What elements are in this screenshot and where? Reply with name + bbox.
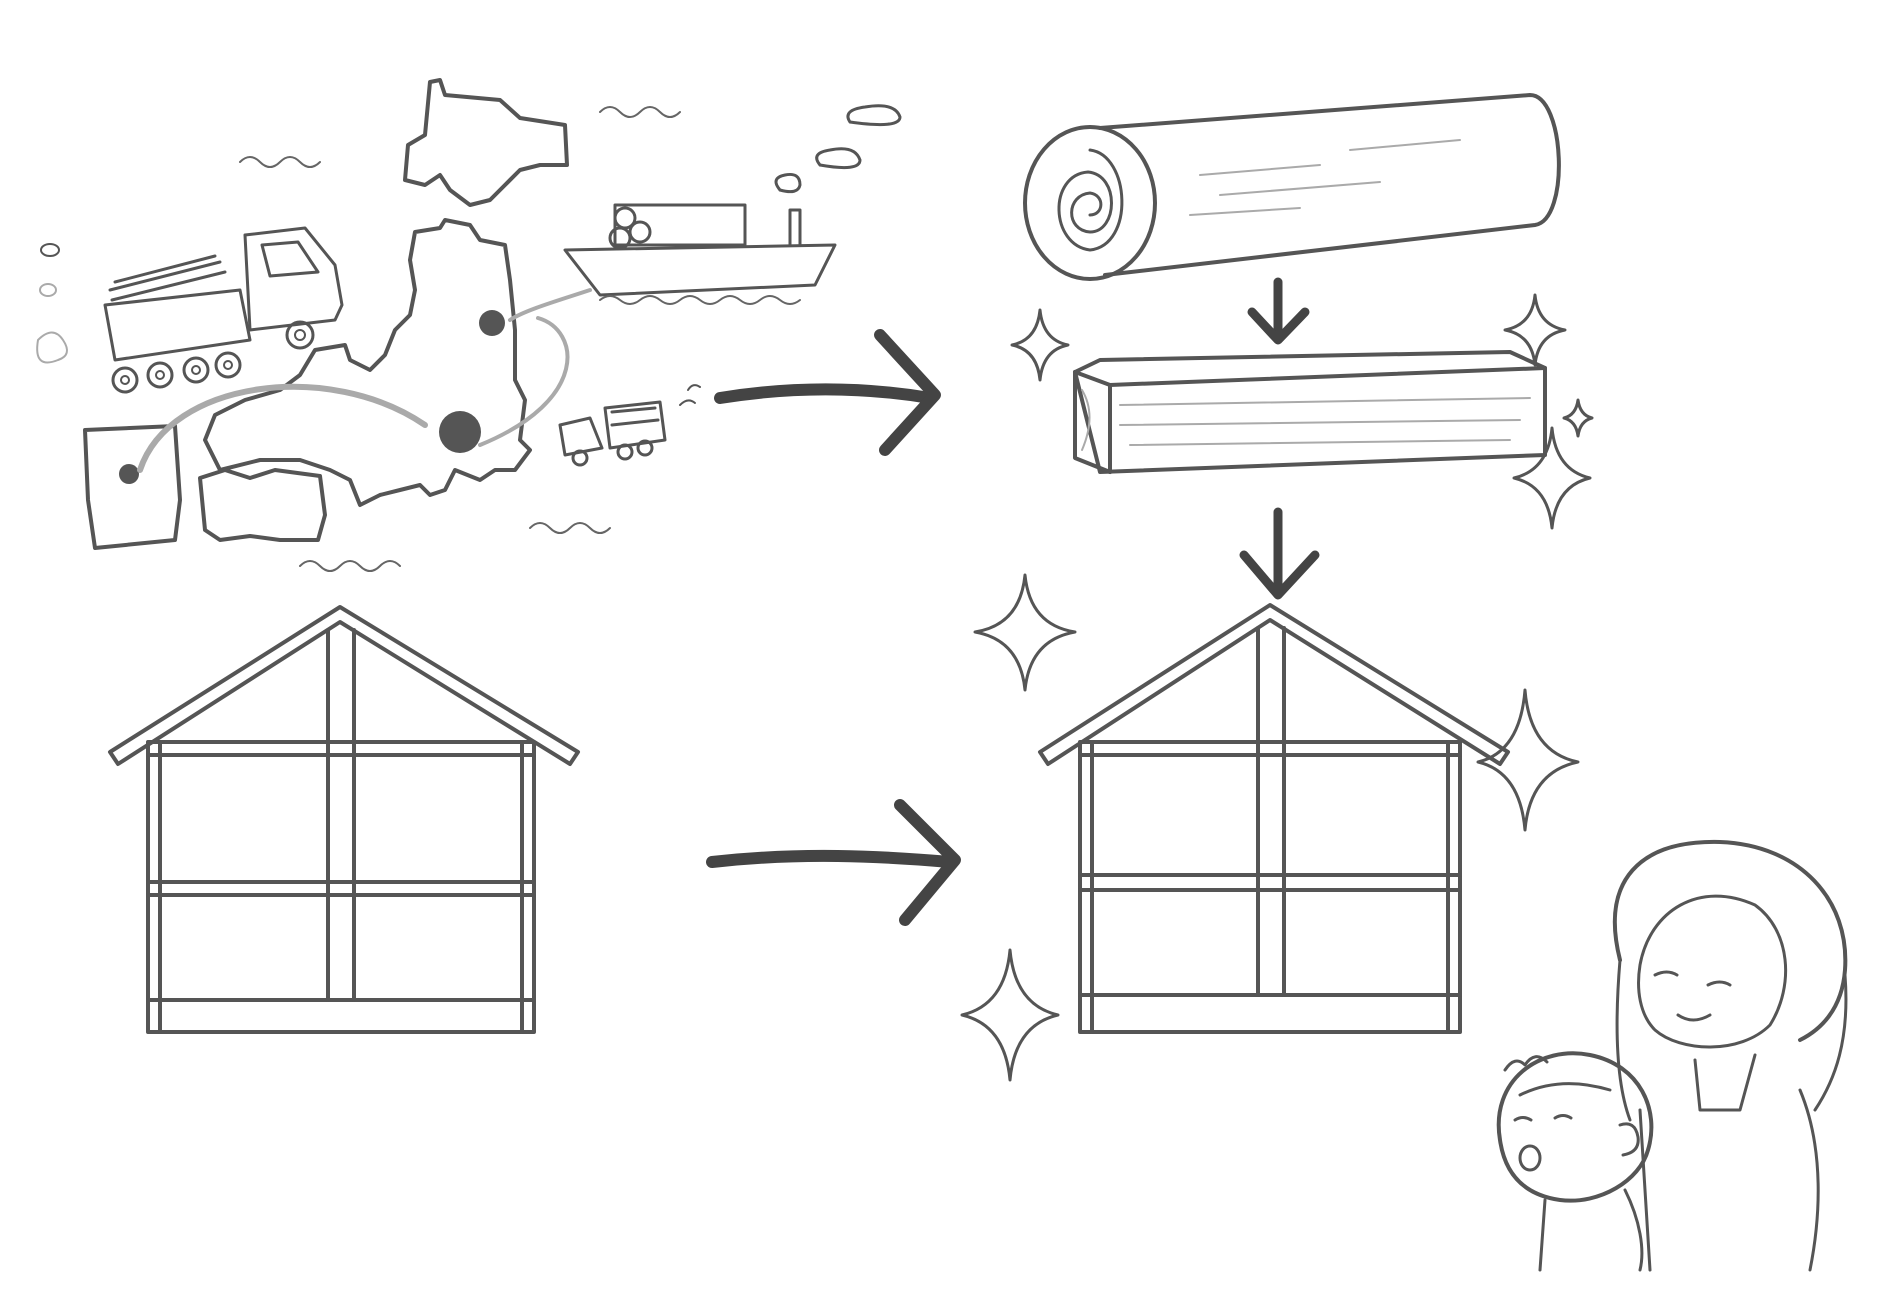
- japan-map-icon: [83, 78, 592, 550]
- house-frame-icon: [108, 605, 580, 1034]
- house-frame-icon: [1038, 603, 1510, 1034]
- sparkle-icon: [1512, 426, 1592, 530]
- sparkle-icon: [973, 573, 1077, 692]
- log-icon: [1023, 93, 1561, 281]
- truck-icon: [36, 226, 344, 394]
- sparkle-icon: [1010, 308, 1070, 382]
- sparkle-icon: [1562, 398, 1594, 438]
- sparkle-icon: [960, 948, 1060, 1082]
- map-cluster: [36, 78, 902, 572]
- sea-wave-icons: [239, 106, 681, 572]
- arrow-down-icon: [1247, 277, 1310, 345]
- arrow-down-icon: [1239, 507, 1320, 600]
- small-truck-icon: [558, 384, 701, 467]
- mother-child-icon: [1496, 839, 1848, 1272]
- arrow-right-icon: [714, 329, 941, 456]
- lumber-beam-icon: [1073, 350, 1547, 474]
- ship-icon: [563, 104, 902, 305]
- arrow-right-icon: [706, 799, 961, 926]
- sparkle-icon: [1503, 293, 1567, 367]
- sparkle-icon: [1476, 688, 1580, 832]
